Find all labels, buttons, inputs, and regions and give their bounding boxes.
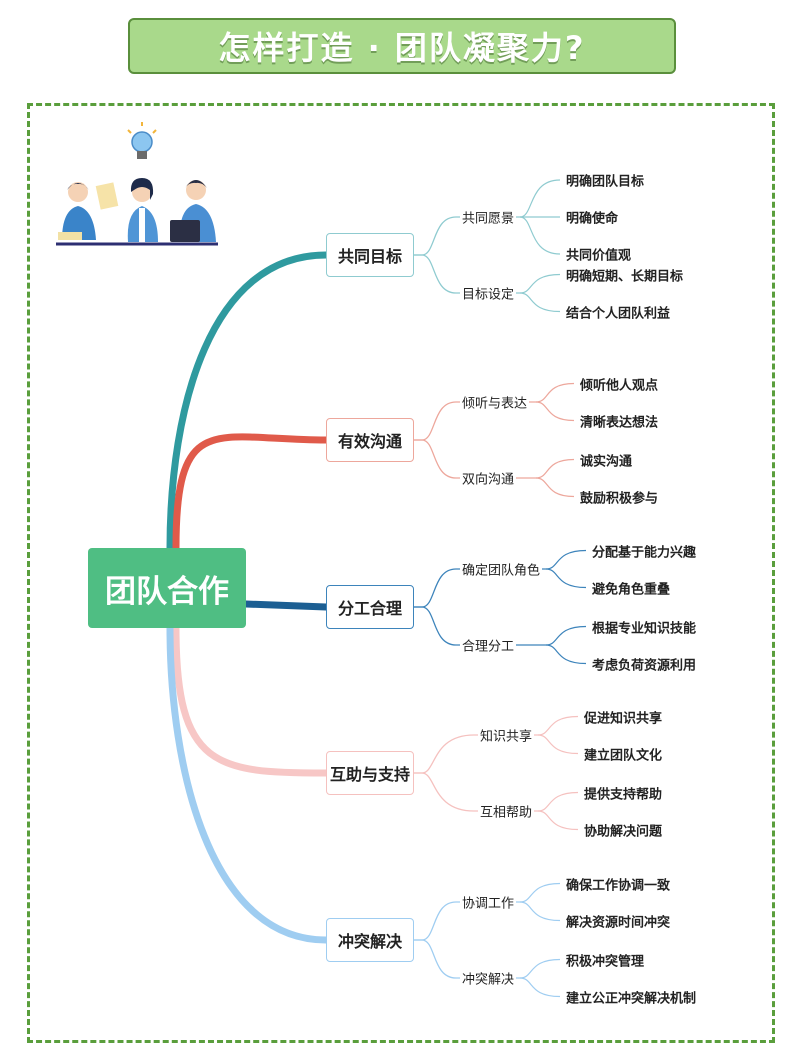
leaf-connector [537,715,579,736]
leaf-label[interactable]: 结合个人团队利益 [566,306,671,321]
central-node[interactable]: 团队合作 [88,548,246,628]
leaf-label[interactable]: 协助解决问题 [584,824,663,839]
leaf-connector [535,382,575,403]
leaf-connector [545,625,587,646]
leaf-label[interactable]: 提供支持帮助 [584,787,663,802]
leaf-label[interactable]: 促进知识共享 [584,711,663,726]
person-left-icon [58,182,96,240]
leaf-label[interactable]: 明确使命 [566,211,619,227]
leaf-label[interactable]: 建立公正冲突解决机制 [566,991,697,1006]
sub-branch-label[interactable]: 共同愿景 [460,207,517,227]
team-illustration [56,122,218,246]
sub-branch-label[interactable]: 确定团队角色 [460,559,543,579]
branch-connector [166,251,330,552]
title-banner: 怎样打造 · 团队凝聚力? [128,18,676,74]
leaf-connector [545,549,587,570]
leaf-label[interactable]: 鼓励积极参与 [580,491,659,506]
leaf-connector [535,477,575,498]
leaf-label[interactable]: 诚实沟通 [580,454,633,469]
leaf-label[interactable]: 共同价值观 [566,248,632,264]
leaf-connector [537,810,579,831]
leaf-connector [537,734,579,755]
sub-branch-label[interactable]: 倾听与表达 [460,392,530,412]
person-right-icon [170,180,216,242]
leaf-label[interactable]: 倾听他人观点 [580,378,659,393]
leaf-label[interactable]: 明确团队目标 [566,174,645,190]
leaf-label[interactable]: 清晰表达想法 [580,415,659,430]
branch-node[interactable]: 共同目标 [326,233,414,277]
branch-connector [172,624,330,777]
leaf-connector [519,292,561,313]
leaf-connector [545,644,587,665]
leaf-connector [519,882,561,903]
leaf-label[interactable]: 分配基于能力兴趣 [592,545,697,560]
branch-node[interactable]: 互助与支持 [326,751,414,795]
leaf-label[interactable]: 建立团队文化 [584,748,663,763]
branch-node[interactable]: 冲突解决 [326,918,414,962]
leaf-connector [519,216,561,255]
sub-branch-label[interactable]: 冲突解决 [460,968,517,988]
branch-node[interactable]: 分工合理 [326,585,414,629]
sub-branch-label[interactable]: 协调工作 [460,892,517,912]
leaf-connector [535,458,575,479]
branch-connector [172,433,330,552]
leaf-connector [545,568,587,589]
sub-branch-label[interactable]: 互相帮助 [478,801,535,821]
sub-branch-label[interactable]: 双向沟通 [460,468,517,488]
branch-connector [242,600,330,611]
branch-node[interactable]: 有效沟通 [326,418,414,462]
leaf-label[interactable]: 积极冲突管理 [566,954,645,969]
sub-connector [414,439,536,479]
leaf-label[interactable]: 避免角色重叠 [592,582,671,597]
sub-branch-label[interactable]: 合理分工 [460,635,517,655]
leaf-label[interactable]: 考虑负荷资源利用 [592,658,697,673]
mindmap-frame [27,103,775,1043]
sub-connector [414,939,520,979]
sub-connector [414,606,546,646]
branch-connector [166,624,330,944]
leaf-label[interactable]: 解决资源时间冲突 [566,915,671,930]
leaf-connector [519,977,561,998]
person-middle-icon [95,178,158,242]
leaf-connector [535,401,575,422]
leaf-label[interactable]: 确保工作协调一致 [566,878,671,893]
sub-connector [414,254,520,294]
leaf-label[interactable]: 明确短期、长期目标 [566,269,684,284]
leaf-connector [519,273,561,294]
sub-branch-label[interactable]: 知识共享 [478,725,535,745]
lightbulb-icon [127,122,157,159]
leaf-connector [519,179,561,218]
leaf-connector [537,791,579,812]
page-title: 怎样打造 · 团队凝聚力? [218,29,586,67]
leaf-connector [519,958,561,979]
leaf-label[interactable]: 根据专业知识技能 [592,621,697,636]
leaf-connector [519,901,561,922]
sub-connector [414,772,538,812]
sub-branch-label[interactable]: 目标设定 [460,283,517,303]
